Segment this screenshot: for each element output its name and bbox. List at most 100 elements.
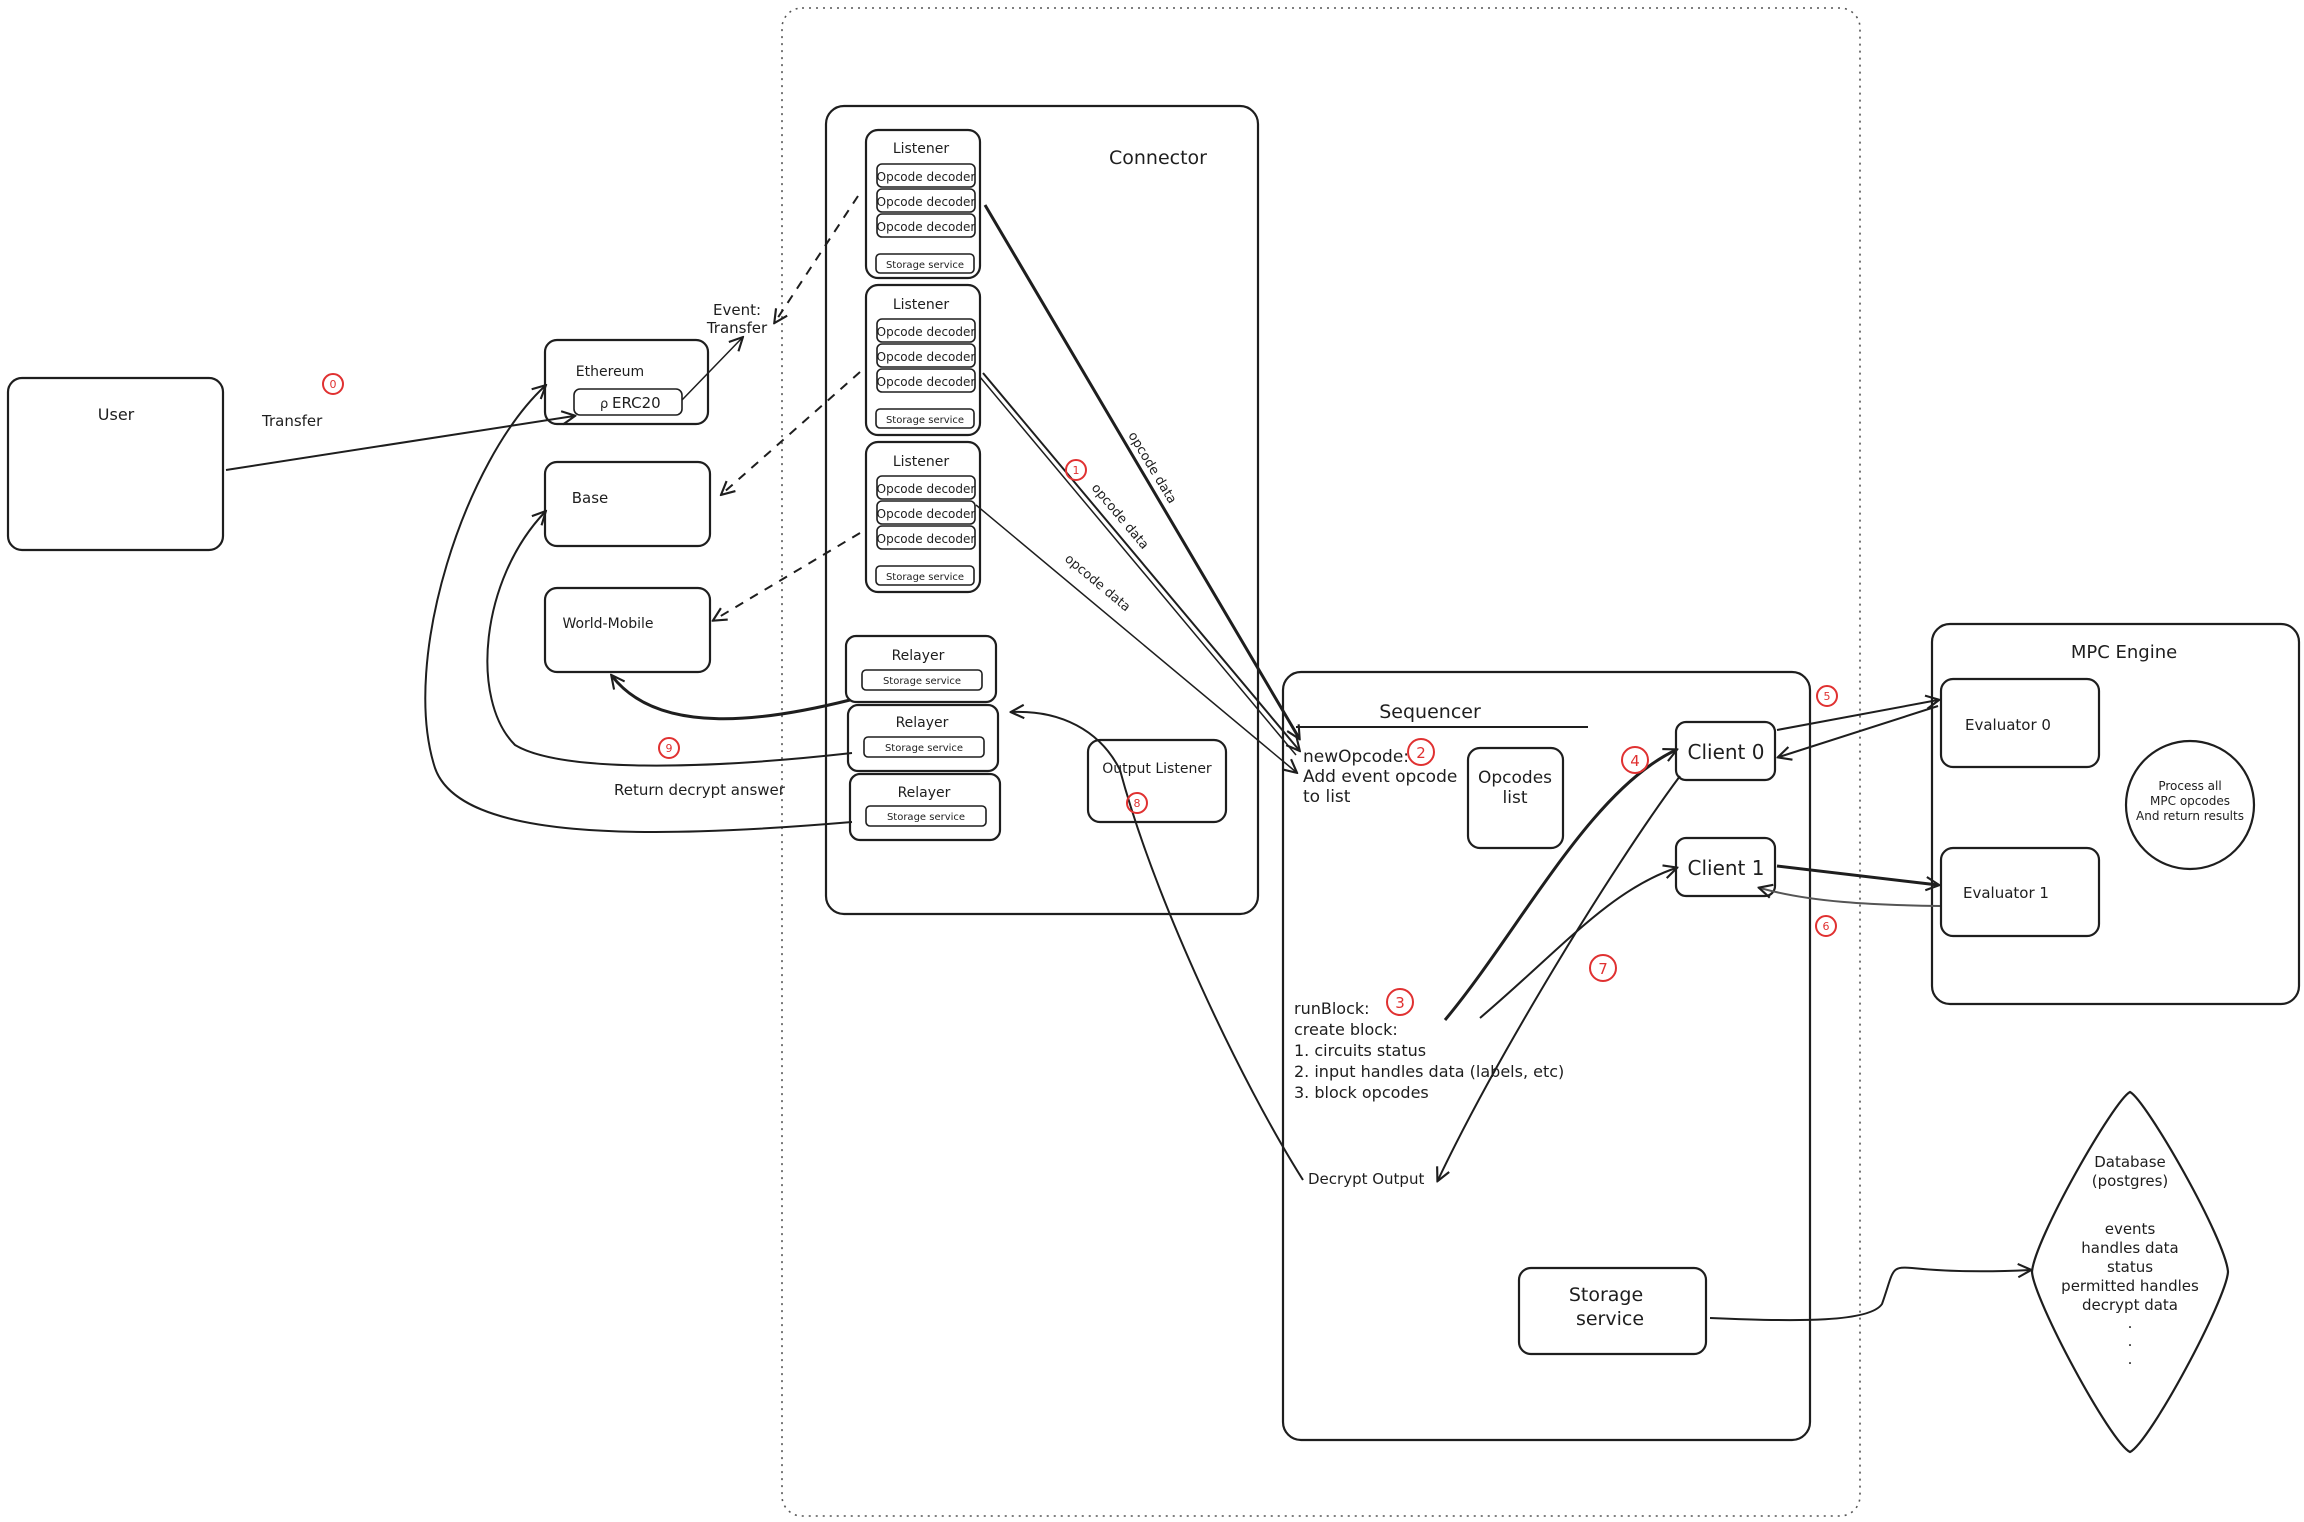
- opcode-decoder[interactable]: [876, 475, 976, 500]
- run-block-line4: 2. input handles data (labels, etc): [1294, 1062, 1564, 1081]
- step-badge-7: 7: [1589, 954, 1617, 982]
- opcode-decoder-label: Opcode decoder: [877, 507, 976, 521]
- listener-2[interactable]: Listener Opcode decoder Opcode decoder O…: [864, 283, 982, 437]
- client-0[interactable]: Client 0: [1674, 720, 1777, 782]
- ethereum-node[interactable]: Ethereum ρ ERC20: [543, 338, 710, 426]
- arrow-listener3-to-world-mobile: [714, 532, 861, 620]
- event-label: Event:: [713, 301, 761, 319]
- database-item: .: [2128, 1350, 2133, 1368]
- svg-text:6: 6: [1823, 920, 1830, 933]
- opcode-decoder[interactable]: [876, 343, 976, 368]
- evaluator-0[interactable]: Evaluator 0: [1939, 677, 2101, 769]
- world-mobile-node[interactable]: World-Mobile: [543, 586, 712, 674]
- sequencer-title: Sequencer: [1379, 701, 1481, 723]
- opcode-decoder[interactable]: [876, 368, 976, 393]
- database-item: events: [2105, 1220, 2156, 1238]
- arrow-opcode-data-3: [975, 504, 1296, 772]
- step-badge-9: 9: [658, 737, 680, 759]
- storage-service[interactable]: [861, 669, 983, 691]
- storage-service-label: Storage service: [886, 260, 964, 271]
- relayer-1[interactable]: Relayer Storage service: [844, 634, 998, 704]
- listener-3[interactable]: Listener Opcode decoder Opcode decoder O…: [864, 440, 982, 594]
- client-1-label: Client 1: [1688, 856, 1765, 880]
- run-block-line2: create block:: [1294, 1020, 1398, 1039]
- user-node[interactable]: User: [6, 376, 225, 552]
- relayer-3[interactable]: Relayer Storage service: [848, 772, 1002, 842]
- storage-service[interactable]: [865, 805, 987, 827]
- new-opcode-line3: to list: [1303, 787, 1351, 807]
- storage-service[interactable]: [875, 565, 975, 586]
- opcode-decoder-label: Opcode decoder: [877, 482, 976, 496]
- evaluator-1-label: Evaluator 1: [1963, 884, 2049, 902]
- arrow-relayer2-to-base: [486, 512, 853, 767]
- database-title-line2: (postgres): [2092, 1172, 2169, 1190]
- database-item: permitted handles: [2061, 1277, 2199, 1295]
- opcode-decoder-label: Opcode decoder: [877, 375, 976, 389]
- evaluator-1[interactable]: Evaluator 1: [1939, 846, 2101, 938]
- relayer-label: Relayer: [898, 785, 951, 801]
- arrow-relayer1-to-world-mobile: [612, 676, 851, 721]
- erc20-box[interactable]: [573, 388, 683, 416]
- storage-line1: Storage: [1569, 1284, 1643, 1306]
- opcodes-list[interactable]: Opcodes list: [1466, 746, 1565, 850]
- opcode-decoder[interactable]: [876, 318, 976, 343]
- database-item: .: [2128, 1332, 2133, 1350]
- storage-service[interactable]: [863, 736, 985, 758]
- opcode-decoder-label: Opcode decoder: [877, 532, 976, 546]
- run-block-line1: runBlock:: [1294, 999, 1370, 1018]
- arrow-opcode-data-2b: [979, 376, 1297, 756]
- storage-service-label: Storage service: [886, 415, 964, 426]
- erc20-bullet: ρ: [600, 397, 608, 412]
- arrow-opcode-data-1: [983, 204, 1299, 738]
- listener-1[interactable]: Listener Opcode decoder Opcode decoder O…: [864, 128, 982, 280]
- storage-service[interactable]: [875, 408, 975, 429]
- base-label: Base: [572, 489, 609, 507]
- arrow-relayer3-to-ethereum: [424, 386, 853, 833]
- storage-service-label: Storage service: [885, 743, 963, 754]
- svg-text:4: 4: [1630, 752, 1640, 770]
- database[interactable]: Database (postgres) events handles data …: [2030, 1090, 2230, 1454]
- relayer-2[interactable]: Relayer Storage service: [846, 703, 1000, 773]
- sequencer-storage-service[interactable]: Storage service: [1517, 1266, 1708, 1356]
- opcode-decoder[interactable]: [876, 188, 976, 213]
- run-block-line5: 3. block opcodes: [1294, 1083, 1429, 1102]
- step-badge-3: 3: [1386, 988, 1414, 1016]
- storage-service[interactable]: [875, 253, 975, 274]
- svg-text:2: 2: [1416, 744, 1426, 762]
- opcodes-list-line1: Opcodes: [1478, 768, 1552, 788]
- arrow-user-to-erc20: [225, 416, 574, 471]
- arrow-erc20-to-event: [681, 338, 742, 401]
- process-line3: And return results: [2136, 809, 2244, 823]
- database-item: status: [2107, 1258, 2153, 1276]
- base-node[interactable]: Base: [543, 460, 712, 548]
- listener-label: Listener: [893, 297, 950, 313]
- arrow-opcode-data-2: [982, 372, 1299, 750]
- listener-label: Listener: [893, 141, 950, 157]
- opcode-decoder[interactable]: [876, 500, 976, 525]
- svg-text:8: 8: [1134, 797, 1141, 810]
- process-line2: MPC opcodes: [2150, 794, 2230, 808]
- system-boundary: [781, 7, 1861, 1517]
- arrow-listener2-to-base: [722, 371, 861, 494]
- database-item: .: [2128, 1314, 2133, 1332]
- step-badge-8: 8: [1126, 792, 1148, 814]
- arrow-client0-to-evaluator0: [1776, 700, 1938, 731]
- opcode-decoder[interactable]: [876, 163, 976, 188]
- mpc-process-note: Process all MPC opcodes And return resul…: [2124, 739, 2256, 871]
- client-1[interactable]: Client 1: [1674, 836, 1777, 898]
- relayer-label: Relayer: [892, 648, 945, 664]
- step-badge-2: 2: [1407, 738, 1435, 766]
- step-badge-1: 1: [1065, 459, 1087, 481]
- svg-text:3: 3: [1395, 994, 1405, 1012]
- step-badge-4: 4: [1621, 746, 1649, 774]
- opcode-decoder[interactable]: [876, 213, 976, 238]
- new-opcode-line1: newOpcode:: [1303, 747, 1409, 767]
- storage-service-label: Storage service: [887, 812, 965, 823]
- process-line1: Process all: [2158, 779, 2221, 793]
- opcode-decoder[interactable]: [876, 525, 976, 550]
- database-title-line1: Database: [2094, 1153, 2166, 1171]
- output-listener[interactable]: Output Listener: [1086, 738, 1228, 824]
- opcode-decoder-label: Opcode decoder: [877, 170, 976, 184]
- decrypt-output-label: Decrypt Output: [1308, 1170, 1424, 1188]
